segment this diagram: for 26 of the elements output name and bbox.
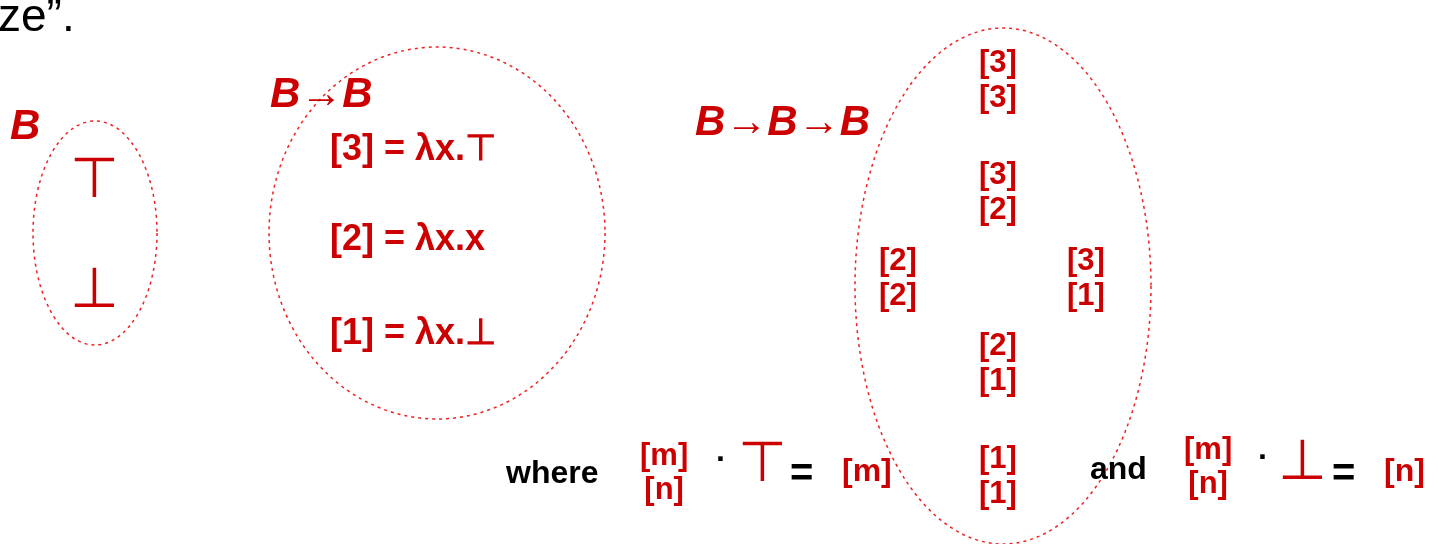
stacked-pair: [m] [n] <box>1184 432 1233 501</box>
set-element: ⊤ <box>70 150 119 206</box>
set-element: ⊥ <box>70 260 119 316</box>
set-element: [2] = λx.x <box>330 220 486 256</box>
formula-text: = <box>790 452 814 492</box>
formula-text: and <box>1090 452 1147 484</box>
set-element: [3] [3] <box>979 45 1017 115</box>
set-element: [1] [1] <box>979 441 1017 511</box>
set-element: [2] [2] <box>879 243 917 313</box>
set-heading: B→B <box>270 72 373 114</box>
formula-text: [n] <box>1384 454 1425 486</box>
formula-text: = <box>1332 452 1356 492</box>
set-heading: B→B→B <box>695 100 870 142</box>
set-element: [3] [1] <box>1067 243 1105 313</box>
set-element: [3] = λx.⊤ <box>330 130 497 166</box>
set-element: [1] = λx.⊥ <box>330 314 497 350</box>
formula-text: · <box>716 442 727 474</box>
formula-text: where <box>506 456 599 488</box>
formula-text: [m] <box>842 454 892 486</box>
set-element: [2] [1] <box>979 328 1017 398</box>
stacked-pair: [m] [n] <box>640 438 689 507</box>
formula-text: · <box>1258 440 1269 472</box>
set-heading: B <box>10 104 41 146</box>
formula-symbol: ⊥ <box>1278 432 1327 488</box>
set-element: [3] [2] <box>979 157 1017 227</box>
formula-symbol: ⊤ <box>738 434 787 490</box>
